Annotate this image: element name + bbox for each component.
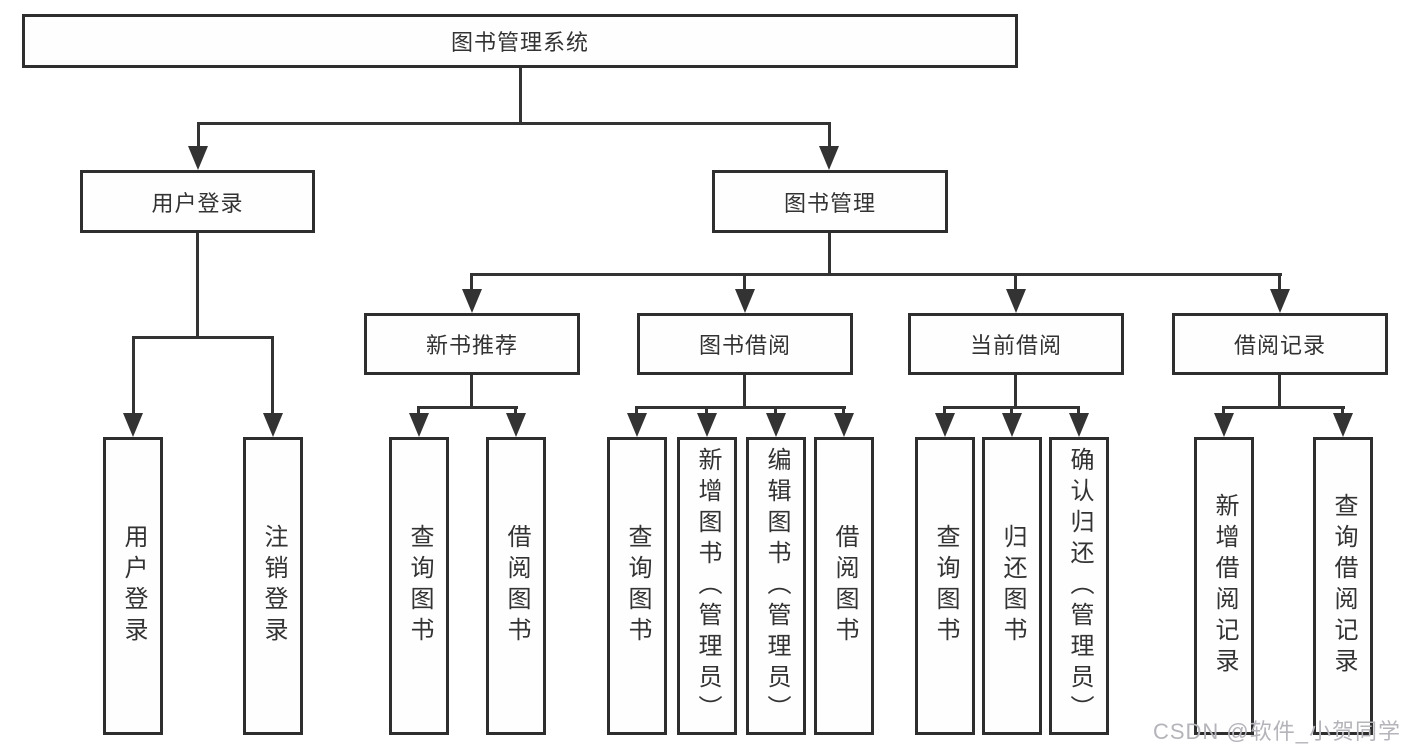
node-borrowing-records: 借阅记录 xyxy=(1172,313,1388,375)
connector-line xyxy=(828,122,831,150)
arrow-down-icon xyxy=(1270,289,1290,313)
leaf-label: 借阅图书 xyxy=(831,524,858,648)
leaf-label: 查询图书 xyxy=(624,524,651,648)
connector-line xyxy=(1010,406,1013,415)
watermark: CSDN @软件_小贺同学 xyxy=(1152,719,1401,744)
node-user-login: 用户登录 xyxy=(80,170,315,233)
connector-line xyxy=(470,273,473,291)
node-new-book-recommendation: 新书推荐 xyxy=(364,313,580,375)
leaf-label: 编辑图书（管理员） xyxy=(763,446,790,726)
leaf-label: 注销登录 xyxy=(260,524,287,648)
connector-line xyxy=(1014,273,1017,291)
arrow-down-icon xyxy=(1002,413,1022,437)
connector-line xyxy=(1222,406,1345,409)
leaf-label: 查询图书 xyxy=(406,524,433,648)
arrow-down-icon xyxy=(1006,289,1026,313)
arrow-down-icon xyxy=(263,413,283,437)
connector-line xyxy=(417,406,420,415)
arrow-down-icon xyxy=(1069,413,1089,437)
arrow-down-icon xyxy=(766,413,786,437)
node-label: 图书管理系统 xyxy=(450,30,589,55)
connector-line xyxy=(743,273,746,291)
node-label: 借阅记录 xyxy=(1233,333,1326,358)
connector-line xyxy=(132,336,274,339)
node-label: 用户登录 xyxy=(151,190,244,216)
connector-line xyxy=(635,406,846,409)
arrow-down-icon xyxy=(935,413,955,437)
arrow-down-icon xyxy=(409,413,429,437)
arrow-down-icon xyxy=(188,146,208,170)
connector-line xyxy=(471,273,1282,276)
node-label: 新书推荐 xyxy=(425,333,518,358)
connector-line xyxy=(1014,375,1017,406)
connector-line xyxy=(842,406,845,415)
connector-line xyxy=(743,375,746,406)
arrow-down-icon xyxy=(1333,413,1353,437)
leaf-label: 确认归还（管理员） xyxy=(1066,446,1093,726)
connector-line xyxy=(774,406,777,415)
connector-line xyxy=(519,68,522,122)
leaf-confirm-return-admin: 确认归还（管理员） xyxy=(1049,437,1109,735)
node-library-management-system: 图书管理系统 xyxy=(22,14,1018,68)
connector-line xyxy=(828,233,831,273)
connector-line xyxy=(943,406,946,415)
leaf-label: 新增图书（管理员） xyxy=(694,446,721,726)
connector-line xyxy=(1278,273,1281,291)
leaf-borrow-books-borrowing: 借阅图书 xyxy=(814,437,874,735)
arrow-down-icon xyxy=(834,413,854,437)
leaf-label: 查询图书 xyxy=(932,524,959,648)
leaf-query-borrow-record: 查询借阅记录 xyxy=(1313,437,1373,735)
connector-line xyxy=(417,406,518,409)
connector-line xyxy=(470,375,473,406)
connector-line xyxy=(1341,406,1344,415)
leaf-query-books-current: 查询图书 xyxy=(915,437,975,735)
leaf-add-books-admin: 新增图书（管理员） xyxy=(677,437,737,735)
connector-line xyxy=(197,122,831,125)
arrow-down-icon xyxy=(627,413,647,437)
node-book-borrowing: 图书借阅 xyxy=(637,313,853,375)
connector-line xyxy=(1222,406,1225,415)
leaf-label: 归还图书 xyxy=(999,524,1026,648)
leaf-query-books-borrowing: 查询图书 xyxy=(607,437,667,735)
leaf-return-books: 归还图书 xyxy=(982,437,1042,735)
connector-line xyxy=(196,233,199,336)
connector-line xyxy=(705,406,708,415)
connector-line xyxy=(1077,406,1080,415)
arrow-down-icon xyxy=(735,289,755,313)
arrow-down-icon xyxy=(123,413,143,437)
leaf-label: 查询借阅记录 xyxy=(1330,493,1357,679)
leaf-label: 用户登录 xyxy=(120,524,147,648)
node-label: 当前借阅 xyxy=(969,333,1062,358)
leaf-label: 新增借阅记录 xyxy=(1211,493,1238,679)
arrow-down-icon xyxy=(819,146,839,170)
connector-line xyxy=(271,336,274,414)
leaf-edit-books-admin: 编辑图书（管理员） xyxy=(746,437,806,735)
node-label: 图书借阅 xyxy=(698,333,791,358)
arrow-down-icon xyxy=(462,289,482,313)
arrow-down-icon xyxy=(697,413,717,437)
node-book-management: 图书管理 xyxy=(712,170,948,233)
connector-line xyxy=(635,406,638,415)
connector-line xyxy=(1278,375,1281,406)
leaf-add-borrow-record: 新增借阅记录 xyxy=(1194,437,1254,735)
connector-line xyxy=(514,406,517,415)
node-current-borrowing: 当前借阅 xyxy=(908,313,1124,375)
connector-line xyxy=(197,122,200,150)
leaf-borrow-books-recommend: 借阅图书 xyxy=(486,437,546,735)
arrow-down-icon xyxy=(506,413,526,437)
leaf-logout: 注销登录 xyxy=(243,437,303,735)
leaf-query-books-recommend: 查询图书 xyxy=(389,437,449,735)
leaf-user-login: 用户登录 xyxy=(103,437,163,735)
node-label: 图书管理 xyxy=(783,190,876,216)
leaf-label: 借阅图书 xyxy=(503,524,530,648)
connector-line xyxy=(132,336,135,414)
arrow-down-icon xyxy=(1214,413,1234,437)
